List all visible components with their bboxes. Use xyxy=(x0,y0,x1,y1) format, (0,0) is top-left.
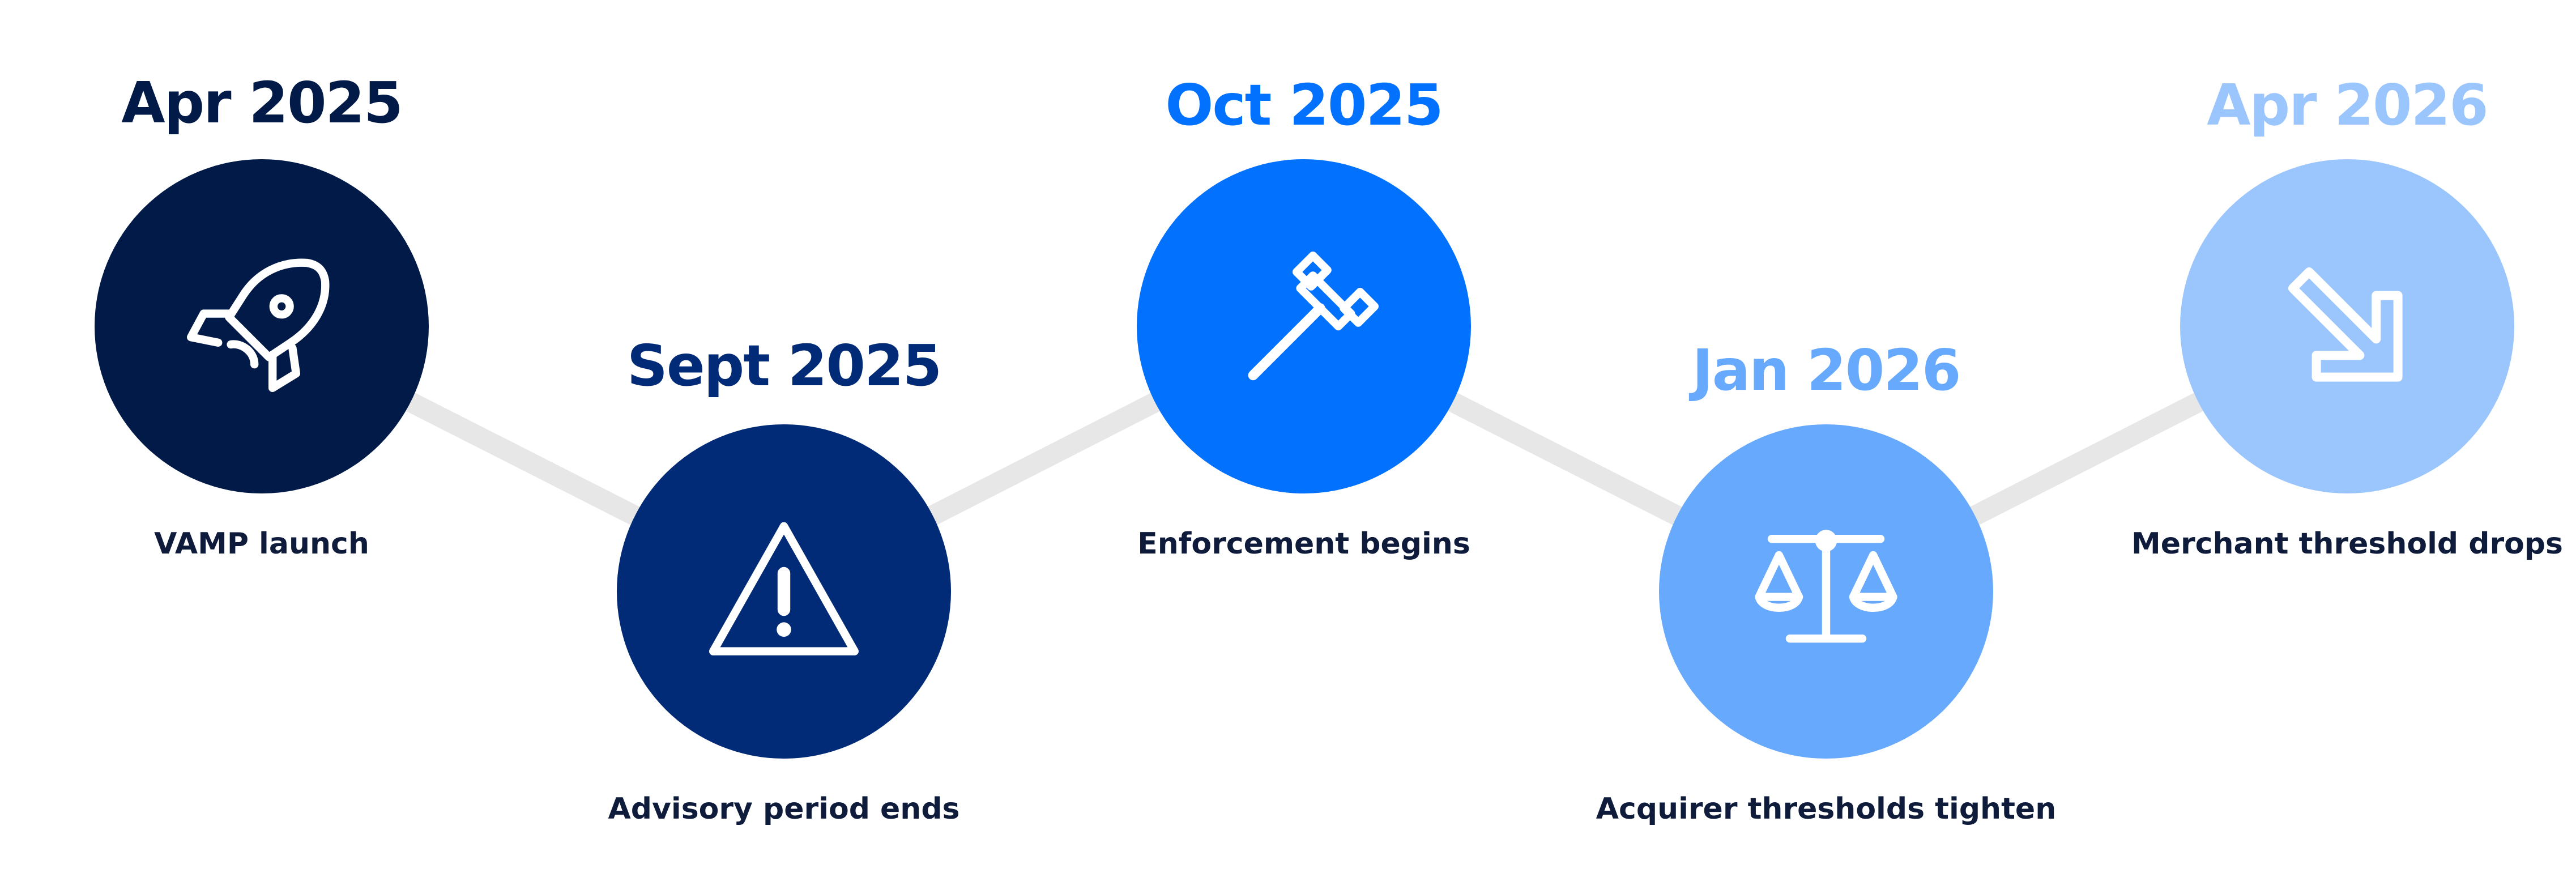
milestone-circle xyxy=(95,159,429,493)
arrow-down-right-icon xyxy=(2288,267,2403,382)
milestone-date: Apr 2026 xyxy=(2207,72,2488,138)
gavel-icon xyxy=(1248,252,1379,381)
milestone-label: Advisory period ends xyxy=(608,792,960,826)
milestone-label: Enforcement begins xyxy=(1137,527,1470,561)
scales-icon xyxy=(1755,530,1897,643)
milestone-circle xyxy=(2180,159,2514,493)
milestone-date: Sept 2025 xyxy=(626,333,942,399)
milestone-date: Jan 2026 xyxy=(1692,337,1961,403)
milestone-date: Oct 2025 xyxy=(1165,72,1443,138)
milestone-label: Acquirer thresholds tighten xyxy=(1596,792,2057,826)
milestone-date: Apr 2025 xyxy=(121,70,403,136)
warning-triangle-icon xyxy=(709,522,859,655)
milestone-label: Merchant threshold drops xyxy=(2131,527,2563,561)
rocket-icon xyxy=(187,258,330,393)
milestone-icons xyxy=(187,252,2403,655)
milestone-circles xyxy=(95,159,2514,759)
milestone-label: VAMP launch xyxy=(154,527,369,561)
